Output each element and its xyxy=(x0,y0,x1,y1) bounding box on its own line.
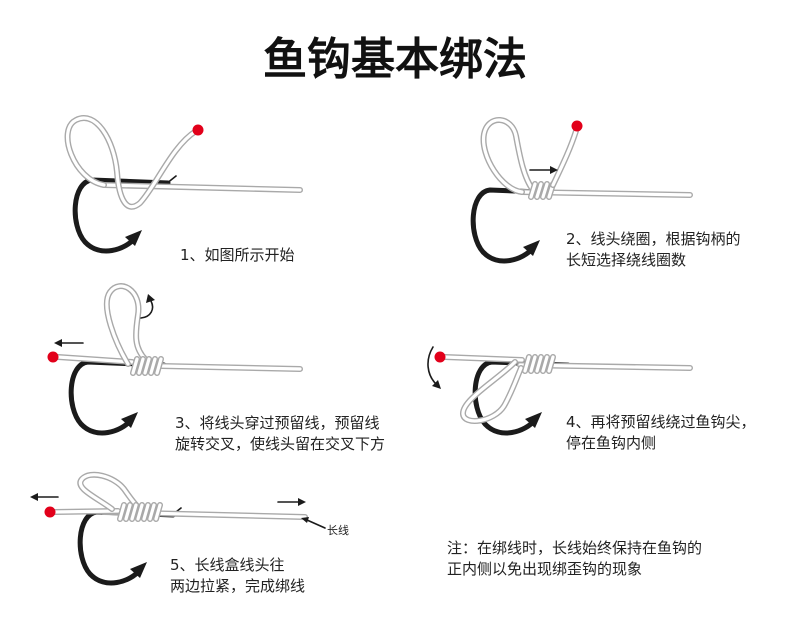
line-loop xyxy=(461,360,523,423)
line-coils xyxy=(523,355,555,373)
hook-body xyxy=(68,359,167,436)
line-coils xyxy=(118,503,162,521)
hook-body xyxy=(72,177,171,254)
main-line xyxy=(102,183,302,192)
arrow-shaft xyxy=(140,300,154,319)
caption-line: 两边拉紧，完成绑线 xyxy=(170,577,306,595)
hook-barb xyxy=(121,412,138,428)
right-arrow-icon xyxy=(277,498,306,506)
note-line: 正内侧以免出现绑歪钩的现象 xyxy=(447,560,643,578)
arrow-head xyxy=(30,493,38,501)
hook-barb xyxy=(523,240,540,256)
tag-line-loop xyxy=(65,116,198,209)
hook xyxy=(68,359,167,436)
tag-line xyxy=(53,509,120,514)
curved-arrow-icon xyxy=(427,346,441,389)
step-4-caption: 4、再将预留线绕过鱼钩尖， 停在鱼钩内侧 xyxy=(566,412,756,454)
step-4-diagram xyxy=(427,346,693,436)
tag-line xyxy=(551,129,578,187)
line-loop xyxy=(481,118,535,194)
step-1-caption: 1、如图所示开始 xyxy=(180,245,295,266)
hook-barb xyxy=(125,230,142,246)
arrow-head xyxy=(146,294,155,303)
caption-line: 旋转交叉，使线头留在交叉下方 xyxy=(175,435,386,453)
main-line xyxy=(160,364,302,371)
arrow-head xyxy=(432,380,441,389)
step-3-caption: 3、将线头穿过预留线，预留线 旋转交叉，使线头留在交叉下方 xyxy=(175,413,385,455)
tag-line-loop-outline xyxy=(64,115,199,210)
line-loop xyxy=(78,473,140,511)
step-2-diagram xyxy=(470,117,693,264)
arrow-head xyxy=(54,339,62,347)
left-arrow-icon xyxy=(54,339,84,347)
step-3-diagram xyxy=(47,283,303,436)
left-arrow-icon xyxy=(30,493,59,501)
line-coils xyxy=(131,357,163,375)
page-title: 鱼钩基本绑法 xyxy=(263,34,527,85)
hook xyxy=(72,175,177,254)
arrow-shaft xyxy=(306,519,326,529)
line-coils xyxy=(529,182,555,199)
caption-line: 3、将线头穿过预留线，预留线 xyxy=(175,414,380,432)
tag-end-dot xyxy=(192,124,204,136)
rotate-arrow-icon xyxy=(140,294,155,319)
caption-line: 停在鱼钩内侧 xyxy=(566,434,657,452)
caption-line: 1、如图所示开始 xyxy=(180,246,295,264)
hook-eye-tick xyxy=(165,175,177,185)
caption-line: 5、长线盒线头往 xyxy=(170,556,285,574)
tag-end-dot xyxy=(571,120,583,132)
line-loop-outline xyxy=(480,117,536,195)
arrow-head xyxy=(550,166,558,174)
right-arrow-icon xyxy=(529,166,558,174)
arrow-shaft xyxy=(427,346,437,385)
tag-line xyxy=(443,355,524,362)
main-line-label: 长线 xyxy=(327,524,349,537)
step-5-diagram xyxy=(30,471,326,586)
hook-barb xyxy=(525,412,542,428)
tag-line xyxy=(56,355,134,364)
hook-body xyxy=(470,187,569,264)
caption-line: 2、线头绕圈，根据钩柄的 xyxy=(566,230,741,248)
label-pointer-arrow-icon xyxy=(301,517,326,529)
tag-end-dot xyxy=(434,351,446,363)
note-line: 注：在绑线时，长线始终保持在鱼钩的 xyxy=(447,539,703,557)
tag-end-dot xyxy=(44,506,56,518)
hook-barb xyxy=(130,562,147,578)
arrow-head xyxy=(301,517,309,523)
caption-line: 长短选择绕线圈数 xyxy=(566,251,687,269)
step-2-caption: 2、线头绕圈，根据钩柄的 长短选择绕线圈数 xyxy=(566,229,741,271)
arrow-head xyxy=(298,498,306,506)
hook-body xyxy=(77,509,176,586)
line-loop xyxy=(105,284,148,366)
tag-end-dot xyxy=(47,351,59,363)
caption-line: 4、再将预留线绕过鱼钩尖， xyxy=(566,413,756,431)
step-1-diagram xyxy=(64,115,303,254)
step-5-caption: 5、长线盒线头往 两边拉紧，完成绑线 xyxy=(170,555,305,597)
note: 注：在绑线时，长线始终保持在鱼钩的 正内侧以免出现绑歪钩的现象 xyxy=(447,538,702,580)
hook xyxy=(470,187,569,264)
